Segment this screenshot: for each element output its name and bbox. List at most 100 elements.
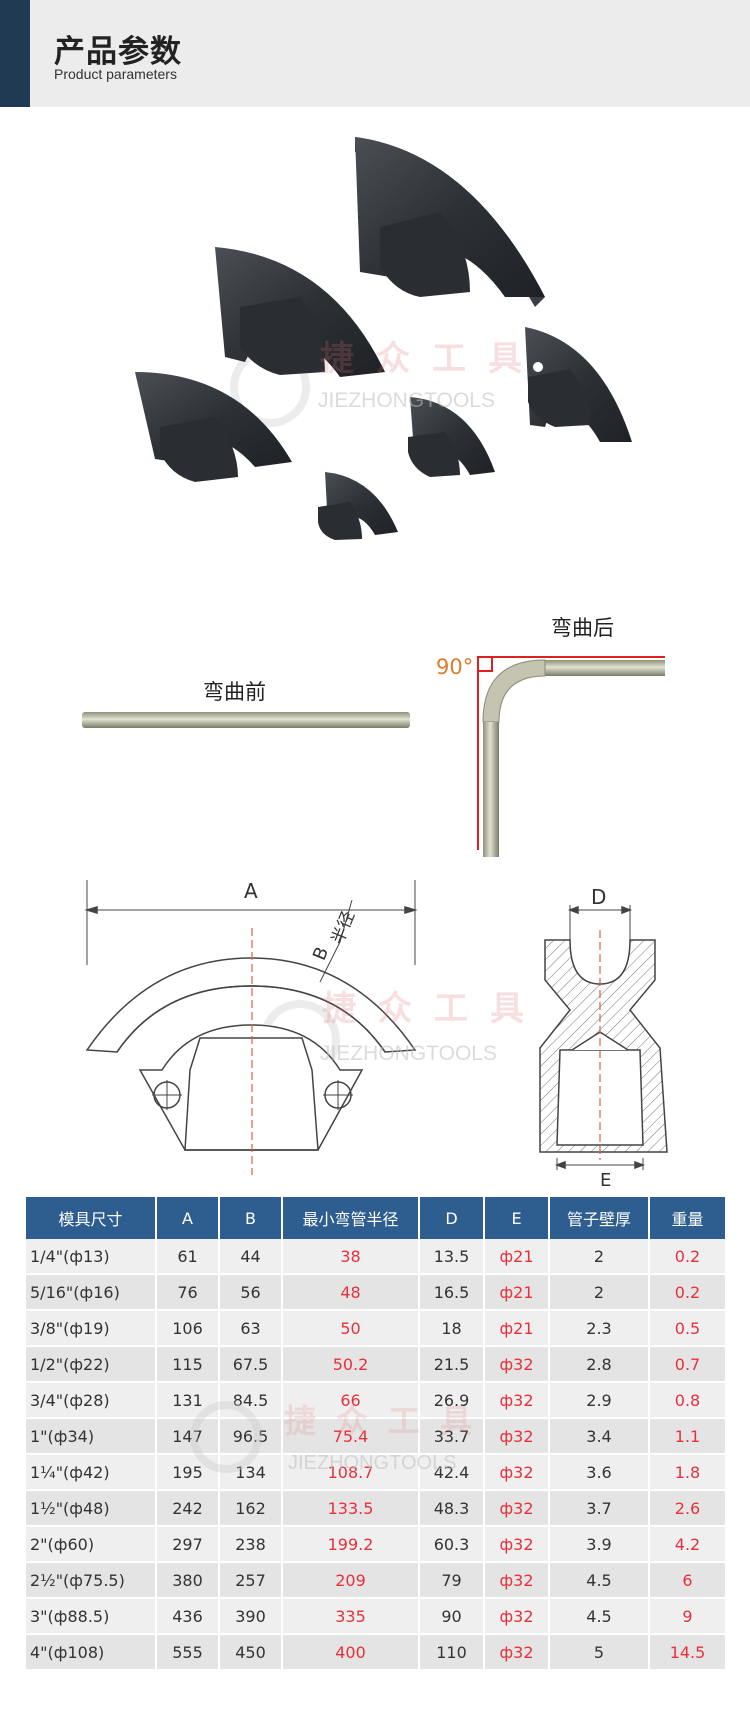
cell-wall-thickness: 2	[550, 1239, 650, 1275]
cell-weight: 9	[650, 1599, 725, 1635]
header-a: A	[157, 1197, 220, 1239]
cell-e: ф32	[485, 1491, 550, 1527]
watermark-cn-text: 捷众工具	[320, 339, 544, 379]
cell-a: 147	[157, 1419, 220, 1455]
bending-illustration	[82, 656, 665, 857]
die-smallest	[318, 472, 398, 540]
cell-die-size: 3/4"(ф28)	[26, 1383, 157, 1419]
header-e: E	[485, 1197, 550, 1239]
die-small-center	[408, 397, 495, 477]
dim-label-radius: 半径	[328, 908, 359, 947]
cell-min-bend-radius: 50.2	[283, 1347, 420, 1383]
cell-weight: 0.5	[650, 1311, 725, 1347]
cell-a: 106	[157, 1311, 220, 1347]
dim-label-a: A	[244, 879, 258, 903]
cell-b: 44	[220, 1239, 283, 1275]
die-medium-left-2	[135, 372, 292, 482]
angle-label: 90°	[436, 655, 474, 679]
cell-d: 60.3	[420, 1527, 485, 1563]
cell-d: 18	[420, 1311, 485, 1347]
cell-wall-thickness: 3.7	[550, 1491, 650, 1527]
die-medium-left	[215, 247, 385, 377]
cell-wall-thickness: 2.3	[550, 1311, 650, 1347]
cell-die-size: 1/4"(ф13)	[26, 1239, 157, 1275]
product-photo: 捷众工具 JIEZHONGTOOLS	[0, 107, 750, 612]
technical-diagram: A B 半径 D E 捷众工具 JIEZHONGTO	[0, 860, 750, 1191]
cell-die-size: 2½"(ф75.5)	[26, 1563, 157, 1599]
cell-b: 257	[220, 1563, 283, 1599]
after-bending-label: 弯曲后	[551, 616, 614, 640]
cell-weight: 0.2	[650, 1239, 725, 1275]
header-d: D	[420, 1197, 485, 1239]
cell-a: 555	[157, 1635, 220, 1671]
cell-a: 380	[157, 1563, 220, 1599]
cell-b: 450	[220, 1635, 283, 1671]
cell-e: ф32	[485, 1599, 550, 1635]
cell-b: 67.5	[220, 1347, 283, 1383]
cell-weight: 2.6	[650, 1491, 725, 1527]
cell-die-size: 1¼"(ф42)	[26, 1455, 157, 1491]
header-wall-thickness: 管子壁厚	[550, 1197, 650, 1239]
cell-min-bend-radius: 75.4	[283, 1419, 420, 1455]
before-bending-label: 弯曲前	[203, 680, 266, 704]
cell-die-size: 2"(ф60)	[26, 1527, 157, 1563]
cell-min-bend-radius: 48	[283, 1275, 420, 1311]
cell-die-size: 3/8"(ф19)	[26, 1311, 157, 1347]
watermark-en-text-2: JIEZHONGTOOLS	[320, 1042, 497, 1065]
cell-b: 134	[220, 1455, 283, 1491]
die-section-view	[539, 905, 668, 1170]
cell-weight: 4.2	[650, 1527, 725, 1563]
dim-label-b: B	[309, 944, 333, 963]
cell-b: 56	[220, 1275, 283, 1311]
cell-min-bend-radius: 400	[283, 1635, 420, 1671]
cell-die-size: 1½"(ф48)	[26, 1491, 157, 1527]
cell-wall-thickness: 2	[550, 1275, 650, 1311]
cell-die-size: 5/16"(ф16)	[26, 1275, 157, 1311]
dim-label-d: D	[591, 885, 606, 909]
cell-die-size: 1"(ф34)	[26, 1419, 157, 1455]
cell-e: ф21	[485, 1275, 550, 1311]
watermark-cn-text-2: 捷众工具	[322, 989, 546, 1029]
cell-e: ф32	[485, 1455, 550, 1491]
cell-wall-thickness: 2.8	[550, 1347, 650, 1383]
straight-pipe	[82, 712, 410, 728]
cell-min-bend-radius: 38	[283, 1239, 420, 1275]
cell-d: 42.4	[420, 1455, 485, 1491]
bent-pipe-vertical	[483, 722, 499, 857]
header-weight: 重量	[650, 1197, 725, 1239]
cell-d: 48.3	[420, 1491, 485, 1527]
cell-wall-thickness: 5	[550, 1635, 650, 1671]
cell-min-bend-radius: 108.7	[283, 1455, 420, 1491]
die-small-right	[525, 327, 632, 442]
cell-weight: 14.5	[650, 1635, 725, 1671]
cell-min-bend-radius: 133.5	[283, 1491, 420, 1527]
page-title: 产品参数	[54, 34, 182, 70]
cell-b: 84.5	[220, 1383, 283, 1419]
cell-d: 33.7	[420, 1419, 485, 1455]
cell-min-bend-radius: 199.2	[283, 1527, 420, 1563]
cell-d: 21.5	[420, 1347, 485, 1383]
bent-pipe-horizontal	[545, 660, 665, 676]
cell-b: 63	[220, 1311, 283, 1347]
cell-a: 297	[157, 1527, 220, 1563]
die-dimension-diagram: A B 半径 D E 捷众工具 JIEZHONGTO	[84, 879, 668, 1191]
cell-d: 13.5	[420, 1239, 485, 1275]
cell-die-size: 4"(ф108)	[26, 1635, 157, 1671]
cell-die-size: 3"(ф88.5)	[26, 1599, 157, 1635]
cell-weight: 6	[650, 1563, 725, 1599]
cell-e: ф32	[485, 1635, 550, 1671]
page-subtitle: Product parameters	[54, 66, 177, 82]
section-header: 产品参数 Product parameters	[0, 0, 750, 107]
cell-min-bend-radius: 66	[283, 1383, 420, 1419]
cell-weight: 0.7	[650, 1347, 725, 1383]
cell-d: 79	[420, 1563, 485, 1599]
cell-wall-thickness: 3.4	[550, 1419, 650, 1455]
cell-weight: 0.2	[650, 1275, 725, 1311]
cell-min-bend-radius: 209	[283, 1563, 420, 1599]
cell-e: ф32	[485, 1563, 550, 1599]
